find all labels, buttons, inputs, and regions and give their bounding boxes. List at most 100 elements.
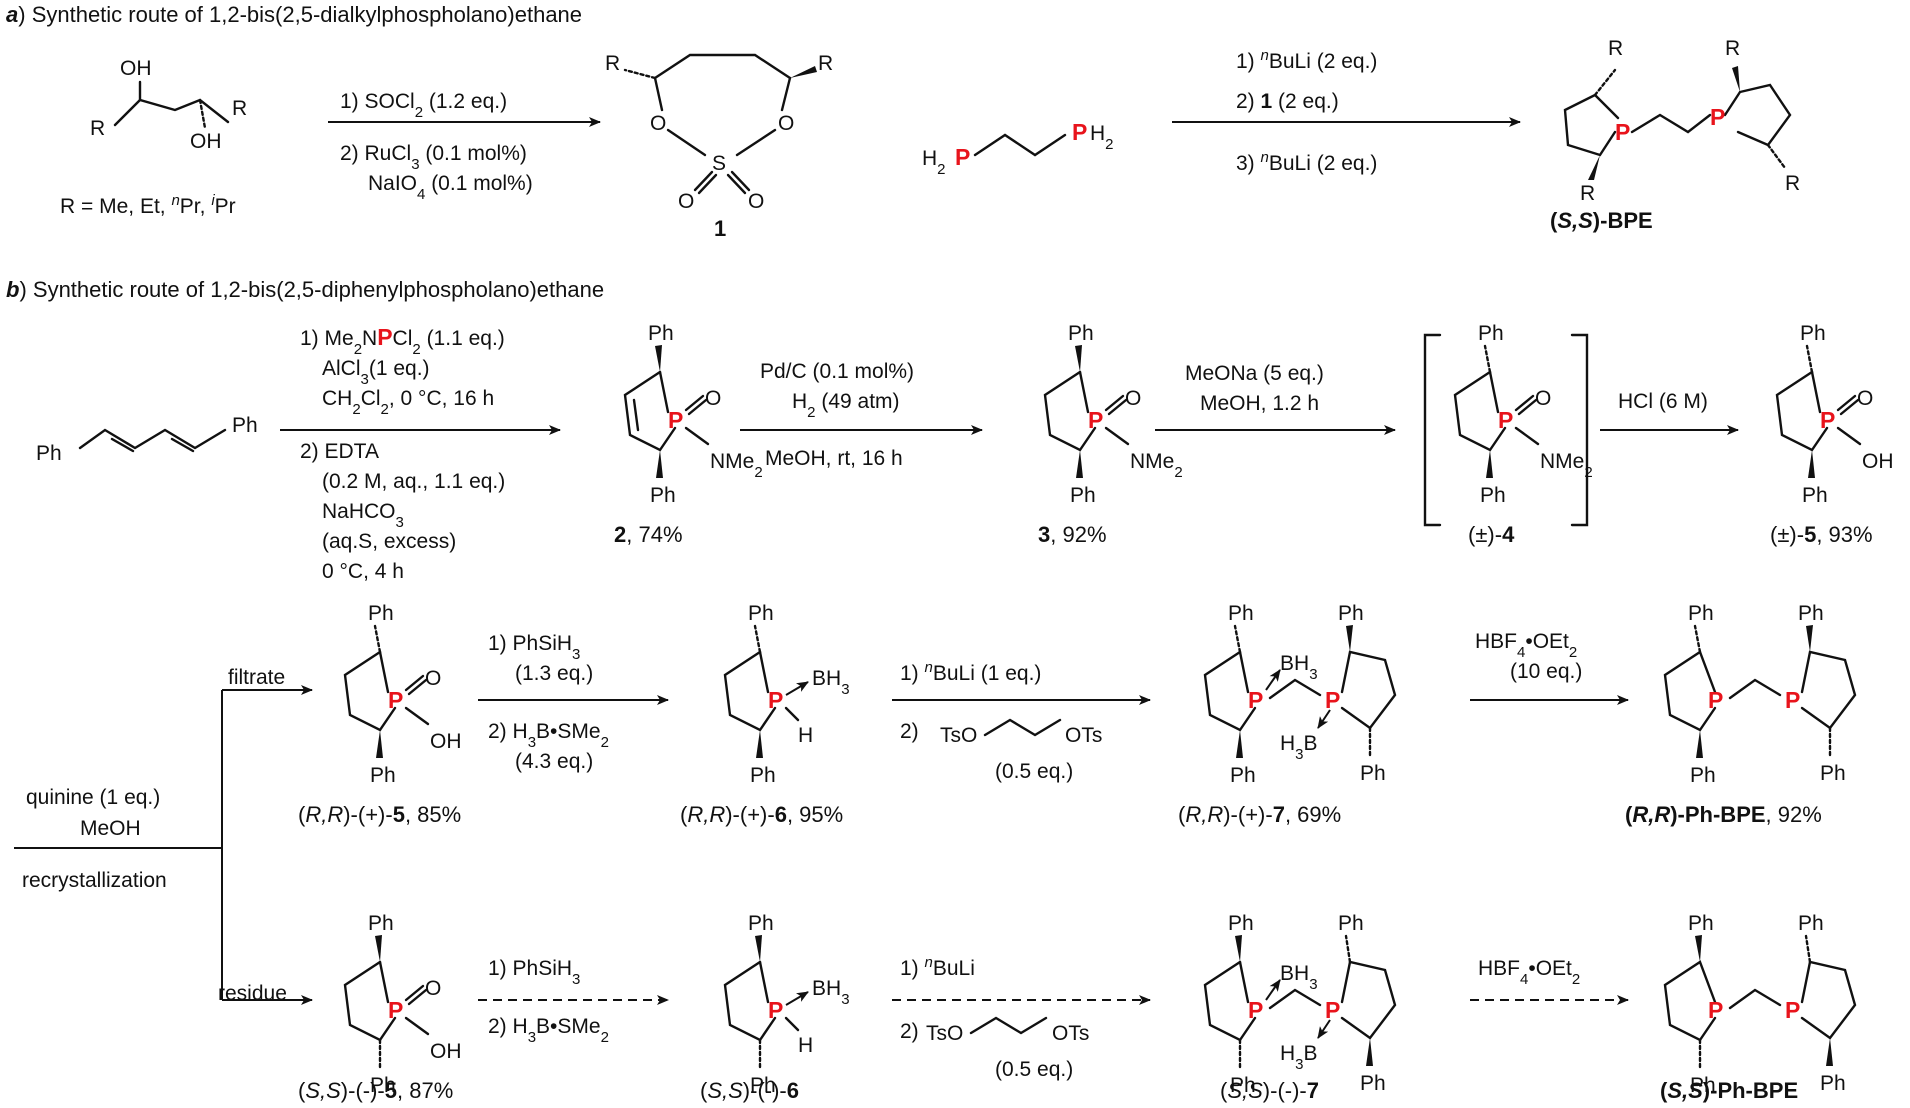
svg-text:HCl (6 M): HCl (6 M) xyxy=(1618,390,1708,413)
svg-text:Ph: Ph xyxy=(750,764,776,787)
ss-6-label: (S,S)-(-)-6 xyxy=(700,1078,799,1103)
compound-3-label: 3, 92% xyxy=(1038,522,1107,547)
svg-text:TsO: TsO xyxy=(940,724,977,747)
svg-text:Ph: Ph xyxy=(370,1074,396,1097)
compound-1-label: 1 xyxy=(714,216,726,241)
ethylene-diphosphine: H2 P P H2 xyxy=(922,119,1114,178)
a2-cond-2: 2) 1 (2 eq.) xyxy=(1236,90,1339,113)
svg-text:CH2Cl2, 0 °C, 16 h: CH2Cl2, 0 °C, 16 h xyxy=(322,387,494,418)
svg-text:R: R xyxy=(1608,37,1623,60)
svg-text:(0.5 eq.): (0.5 eq.) xyxy=(995,760,1073,783)
ss-ph-bpe: P Ph Ph P Ph Ph xyxy=(1663,912,1857,1097)
svg-text:(0.2 M, aq., 1.1 eq.): (0.2 M, aq., 1.1 eq.) xyxy=(322,470,505,493)
diol-r-right: R xyxy=(232,97,247,120)
svg-text:P: P xyxy=(1708,997,1723,1023)
svg-text:HBF4•OEt2: HBF4•OEt2 xyxy=(1475,630,1577,661)
rr-6-label: (R,R)-(+)-6, 95% xyxy=(680,802,843,827)
ss-5: P O OH Ph Ph xyxy=(343,912,462,1097)
svg-text:Ph: Ph xyxy=(36,442,62,465)
diol-r-left: R xyxy=(90,117,105,140)
svg-text:Ph: Ph xyxy=(1800,322,1826,345)
svg-text:TsO: TsO xyxy=(926,1022,963,1045)
svg-text:Ph: Ph xyxy=(748,912,774,935)
svg-text:2) H3B•SMe2: 2) H3B•SMe2 xyxy=(488,720,609,751)
sulfate-r-left: R xyxy=(605,52,620,75)
svg-text:Ph: Ph xyxy=(232,414,258,437)
a1-cond-1: 1) SOCl2 (1.2 eq.) xyxy=(340,90,507,121)
svg-text:H3B: H3B xyxy=(1280,732,1318,763)
svg-text:P: P xyxy=(1785,997,1800,1023)
svg-text:(4.3 eq.): (4.3 eq.) xyxy=(515,750,593,773)
residue-label: residue xyxy=(218,982,287,1005)
ss-7: P BH3 Ph Ph P H3B Ph Ph xyxy=(1203,912,1397,1097)
svg-text:Ph: Ph xyxy=(1228,912,1254,935)
svg-text:HBF4•OEt2: HBF4•OEt2 xyxy=(1478,957,1580,988)
diphenylbutadiene: Ph Ph xyxy=(36,414,258,465)
svg-text:NMe2: NMe2 xyxy=(710,450,763,481)
svg-text:Ph: Ph xyxy=(1690,1074,1716,1097)
svg-text:H3B: H3B xyxy=(1280,1042,1318,1073)
part-a-heading: a) Synthetic route of 1,2-bis(2,5-dialky… xyxy=(6,2,582,27)
svg-text:OH: OH xyxy=(430,1040,462,1063)
svg-text:P: P xyxy=(1710,104,1725,130)
svg-text:Ph: Ph xyxy=(1820,1072,1846,1095)
svg-text:P: P xyxy=(388,687,403,713)
a1-cond-2: 2) RuCl3 (0.1 mol%) xyxy=(340,142,527,173)
svg-text:2): 2) xyxy=(900,1020,919,1043)
svg-text:P: P xyxy=(388,997,403,1023)
svg-text:O: O xyxy=(425,977,441,1000)
sulfate-o-right: O xyxy=(778,112,794,135)
svg-text:OH: OH xyxy=(430,730,462,753)
svg-text:2) H3B•SMe2: 2) H3B•SMe2 xyxy=(488,1015,609,1046)
compound-3: P O NMe2 Ph Ph xyxy=(1043,322,1183,507)
svg-text:Ph: Ph xyxy=(1068,322,1094,345)
svg-text:P: P xyxy=(1248,997,1263,1023)
svg-text:1) nBuLi: 1) nBuLi xyxy=(900,954,975,981)
bracket-left xyxy=(1423,333,1442,527)
svg-text:Ph: Ph xyxy=(368,912,394,935)
svg-text:OH: OH xyxy=(1862,450,1894,473)
svg-text:1) PhSiH3: 1) PhSiH3 xyxy=(488,632,580,663)
svg-text:H: H xyxy=(798,724,813,747)
svg-text:P: P xyxy=(668,407,683,433)
svg-text:Ph: Ph xyxy=(748,602,774,625)
svg-text:Ph: Ph xyxy=(1360,1072,1386,1095)
sulfate-o-left: O xyxy=(650,112,666,135)
resolution-cond-3: recrystallization xyxy=(22,869,167,892)
svg-text:BH3: BH3 xyxy=(812,977,850,1008)
ss-5-label: (S,S)-(-)-5, 87% xyxy=(298,1078,453,1103)
b1-cond-1: 1) Me2NPCl2 (1.1 eq.) xyxy=(300,324,505,358)
svg-text:(1.3 eq.): (1.3 eq.) xyxy=(515,662,593,685)
compound-5-label: (±)-5, 93% xyxy=(1770,522,1873,547)
svg-text:Ph: Ph xyxy=(1798,602,1824,625)
bracket-right xyxy=(1570,333,1589,527)
svg-text:O: O xyxy=(1535,387,1551,410)
svg-text:P: P xyxy=(768,687,783,713)
svg-text:Ph: Ph xyxy=(1478,322,1504,345)
rr-5: P O OH Ph Ph xyxy=(343,602,462,787)
svg-text:P: P xyxy=(1248,687,1263,713)
part-b-heading: b) Synthetic route of 1,2-bis(2,5-diphen… xyxy=(6,277,604,302)
svg-text:Ph: Ph xyxy=(1690,764,1716,787)
svg-text:Ph: Ph xyxy=(1802,484,1828,507)
svg-text:Ph: Ph xyxy=(1070,484,1096,507)
diol-oh-top: OH xyxy=(120,57,152,80)
svg-text:P: P xyxy=(1615,119,1630,145)
filtrate-label: filtrate xyxy=(228,666,285,689)
svg-text:MeOH, rt, 16 h: MeOH, rt, 16 h xyxy=(765,447,903,470)
svg-text:NMe2: NMe2 xyxy=(1130,450,1183,481)
a1-cond-3: NaIO4 (0.1 mol%) xyxy=(368,172,533,203)
svg-text:Ph: Ph xyxy=(368,602,394,625)
rr-6: P BH3 H Ph Ph xyxy=(723,602,850,787)
svg-text:P: P xyxy=(1072,119,1087,145)
svg-text:Ph: Ph xyxy=(650,484,676,507)
r-groups-caption: R = Me, Et, nPr, iPr xyxy=(60,192,236,219)
svg-text:Ph: Ph xyxy=(1228,602,1254,625)
svg-text:AlCl3(1 eq.): AlCl3(1 eq.) xyxy=(322,357,430,388)
svg-text:NaHCO3: NaHCO3 xyxy=(322,500,404,531)
svg-text:Ph: Ph xyxy=(1820,762,1846,785)
compound-2-label: 2, 74% xyxy=(614,522,683,547)
resolution-cond-1: quinine (1 eq.) xyxy=(26,786,160,809)
sulfate-o-dbl-right: O xyxy=(748,190,764,213)
sulfate-s: S xyxy=(712,152,726,175)
